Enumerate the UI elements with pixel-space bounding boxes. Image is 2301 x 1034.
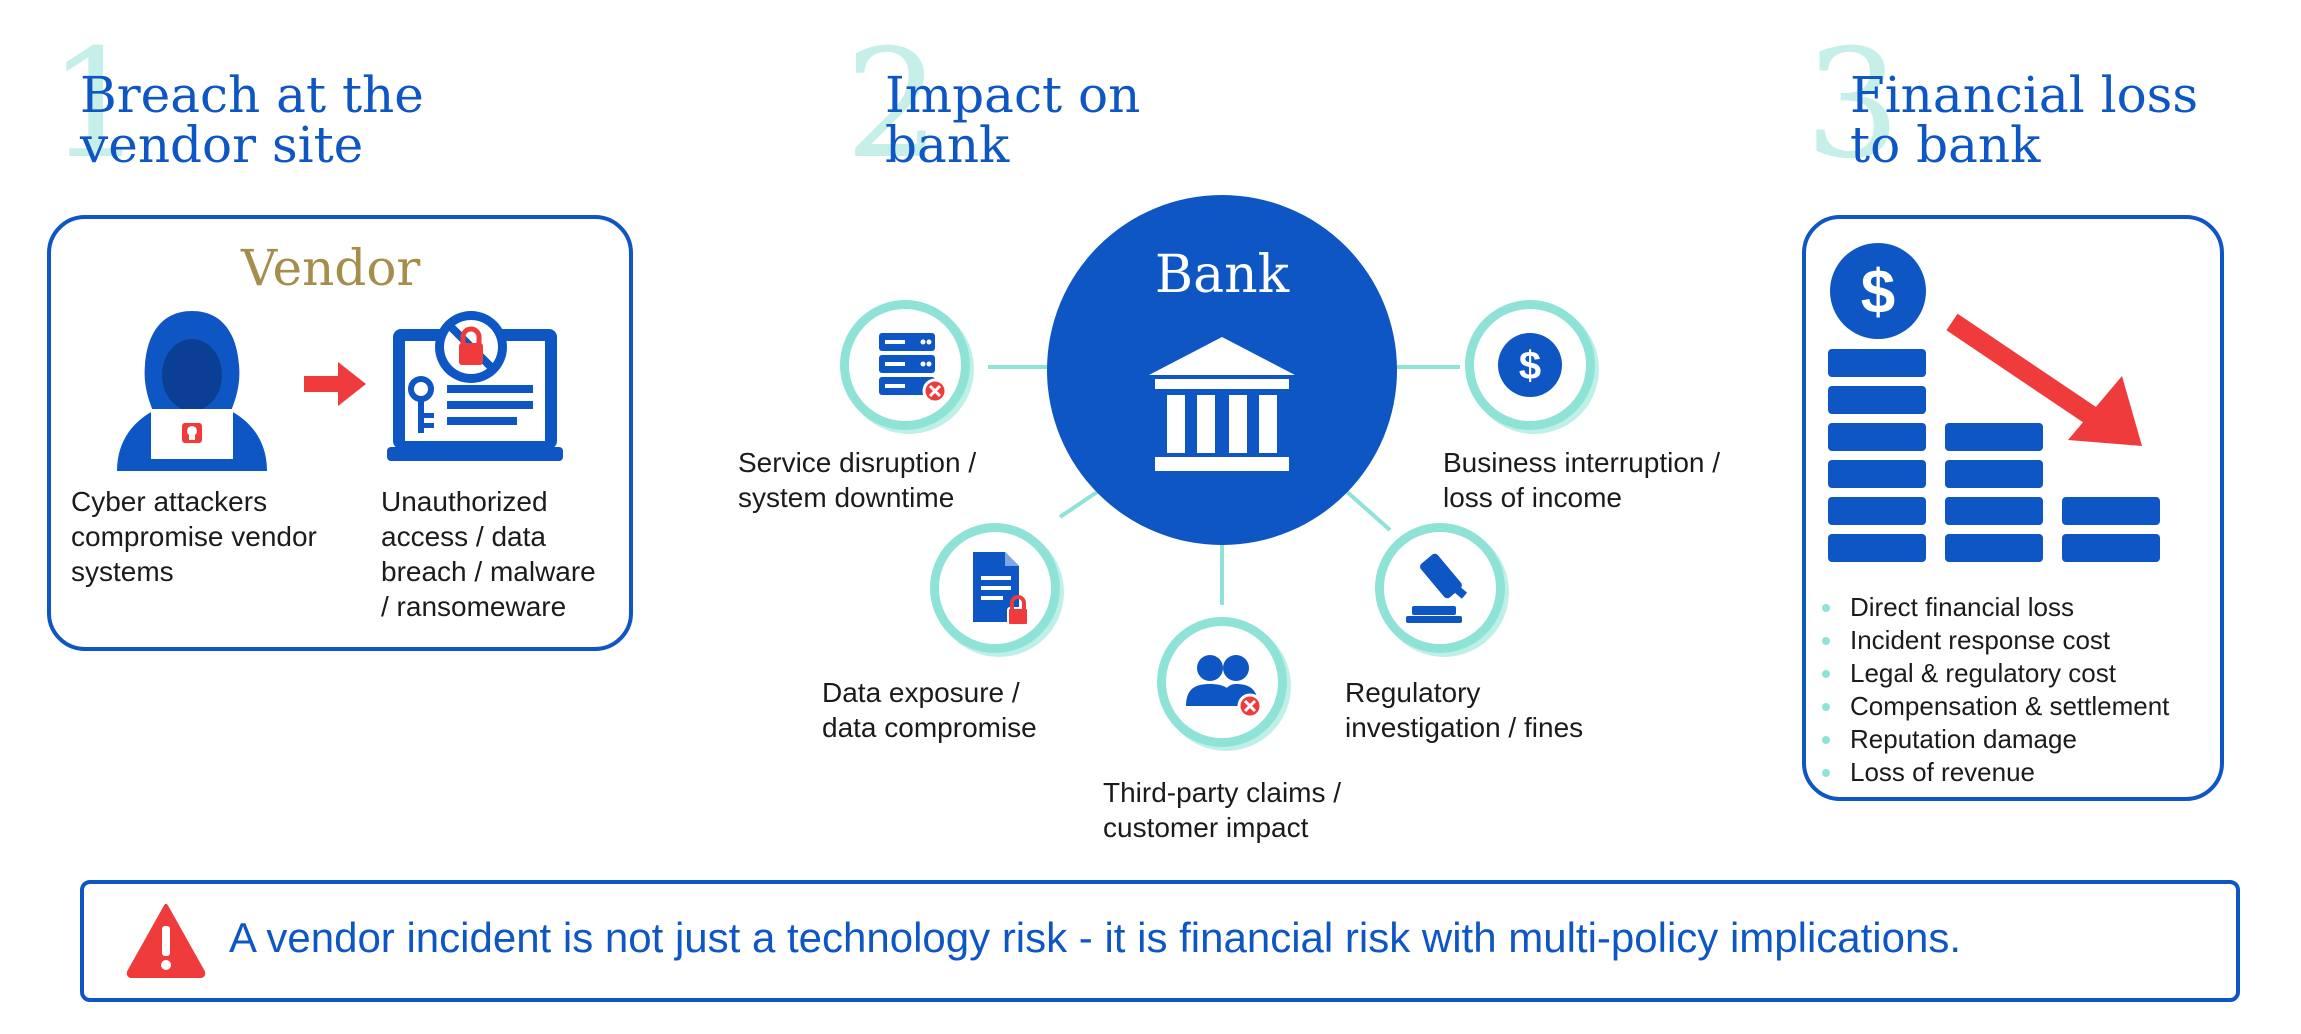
banner-text: A vendor incident is not just a technolo… xyxy=(229,914,1962,961)
step-number-1: 1 xyxy=(48,18,144,192)
impact-node-third-party-claims xyxy=(1157,617,1287,747)
impact-node-service-disruption xyxy=(840,300,970,430)
impact-node-business-interruption: $ xyxy=(1465,300,1595,430)
gavel-icon xyxy=(1406,553,1468,623)
bullet-icon xyxy=(1822,670,1830,678)
vendor-panel: Vendor Cyber attackers compromise vendor… xyxy=(47,215,633,651)
impact-node-regulatory xyxy=(1375,523,1505,653)
users-error-icon xyxy=(1186,655,1263,719)
dollar-coin-icon: $ xyxy=(1830,243,1926,339)
breach-caption: Unauthorized access / data breach / malw… xyxy=(381,486,596,622)
dollar-coin-icon: $ xyxy=(1498,333,1562,397)
coin-stacks-icon xyxy=(1828,349,2160,562)
warning-triangle-icon xyxy=(126,904,206,978)
svg-text:$: $ xyxy=(1519,344,1541,388)
bank-building-icon xyxy=(1149,337,1295,471)
step-title-3: Financial loss to bank xyxy=(1850,66,2198,174)
step-number-2: 2 xyxy=(845,18,941,192)
loss-list: Direct financial loss Incident response … xyxy=(1816,591,2169,789)
list-item: Legal & regulatory cost xyxy=(1816,657,2169,690)
step-title-1: Breach at the vendor site xyxy=(80,66,424,174)
arrow-right-icon xyxy=(304,362,366,406)
impact-label-data-exposure: Data exposure / data compromise xyxy=(822,677,1037,743)
locked-document-icon xyxy=(973,552,1029,626)
bank-circle: Bank xyxy=(1047,195,1397,545)
vendor-title: Vendor xyxy=(241,239,421,297)
step-number-3: 3 xyxy=(1805,18,1901,192)
bullet-icon xyxy=(1822,736,1830,744)
step-title-2: Impact on bank xyxy=(885,66,1141,174)
bullet-icon xyxy=(1822,604,1830,612)
list-item: Compensation & settlement xyxy=(1816,690,2169,723)
hacker-icon xyxy=(117,311,267,471)
svg-text:$: $ xyxy=(1861,258,1895,327)
impact-label-service-disruption: Service disruption / system downtime xyxy=(738,447,977,513)
list-item: Loss of revenue xyxy=(1816,756,2169,789)
impact-label-third-party-claims: Third-party claims / customer impact xyxy=(1103,777,1342,843)
bullet-icon xyxy=(1822,703,1830,711)
bullet-icon xyxy=(1822,637,1830,645)
server-error-icon xyxy=(879,333,948,404)
attacker-caption: Cyber attackers compromise vendor system… xyxy=(71,486,317,587)
list-item: Incident response cost xyxy=(1816,624,2169,657)
list-item: Reputation damage xyxy=(1816,723,2169,756)
down-trend-arrow-icon xyxy=(1946,314,2142,446)
impact-label-regulatory: Regulatory investigation / fines xyxy=(1345,677,1584,743)
locked-laptop-icon xyxy=(387,311,563,461)
takeaway-banner: A vendor incident is not just a technolo… xyxy=(80,880,2240,1002)
bullet-icon xyxy=(1822,769,1830,777)
impact-node-data-exposure xyxy=(930,523,1060,653)
bank-label: Bank xyxy=(1154,245,1290,305)
list-item: Direct financial loss xyxy=(1816,591,2169,624)
impact-label-business-interruption: Business interruption / loss of income xyxy=(1443,447,1721,513)
financial-loss-panel: $ Direct financial loss Incident respons… xyxy=(1802,215,2224,801)
